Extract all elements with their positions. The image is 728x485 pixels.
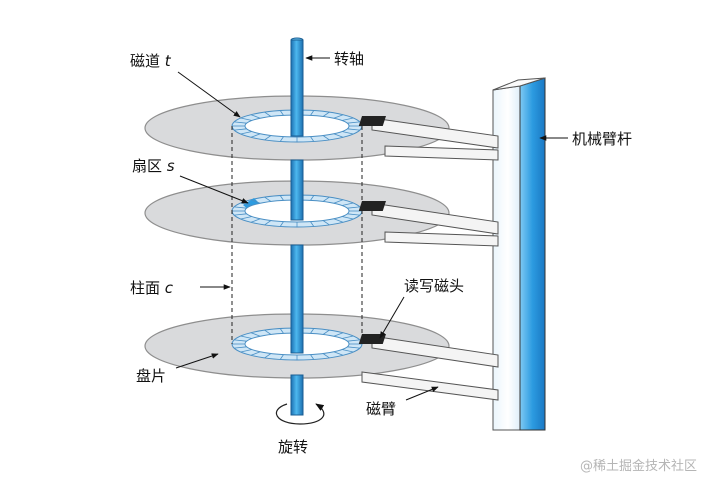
sector-divider [322, 135, 330, 141]
watermark: @稀土掘金技术社区 [580, 458, 697, 474]
read-write-head-1 [358, 116, 386, 126]
sector-divider [234, 339, 247, 342]
sector-divider [264, 111, 272, 117]
sector-divider [310, 195, 315, 201]
sector-divider [333, 114, 344, 119]
arm-assembly-label: 机械臂杆 [572, 130, 632, 148]
sector-divider [322, 329, 330, 335]
platter-2 [144, 159, 499, 247]
sector-divider [341, 117, 354, 121]
sector-divider [264, 329, 272, 335]
sector-divider [264, 196, 272, 202]
sector-divider [341, 131, 354, 135]
head-pointer [379, 296, 405, 339]
arm-pointer [405, 386, 439, 401]
platter-3 [144, 244, 499, 416]
sector-divider [310, 354, 315, 360]
sector-divider [322, 196, 330, 202]
track-pointer [177, 71, 241, 118]
cylinder-label: 柱面 c [130, 279, 174, 297]
sector-divider [240, 335, 253, 339]
rotation-label: 旋转 [278, 438, 308, 456]
sector-divider [333, 133, 344, 138]
sector-divider [341, 216, 354, 220]
sector-divider [234, 128, 247, 131]
sector-divider [240, 349, 253, 353]
cylinder-label-variable: c [165, 279, 174, 297]
platter-pointer [175, 353, 219, 369]
sector-divider [310, 221, 315, 227]
sector-divider [250, 114, 261, 119]
sector-divider [264, 220, 272, 226]
platter-label: 盘片 [136, 367, 166, 385]
sector-divider [240, 131, 253, 135]
sector-divider [322, 220, 330, 226]
sector-divider [279, 221, 284, 227]
read-write-head-3 [358, 334, 386, 344]
sector-divider [310, 328, 315, 334]
sector-divider [234, 346, 247, 349]
sector-divider [347, 206, 360, 209]
sector-divider [250, 218, 261, 223]
cylinder-outline [231, 126, 363, 344]
sector-divider [234, 121, 247, 124]
sector-divider [250, 133, 261, 138]
sector-divider [310, 136, 315, 142]
read-write-head-2 [358, 201, 386, 211]
sector-label: 扇区 s [132, 157, 175, 175]
sector-divider [264, 353, 272, 359]
sector-divider [347, 121, 360, 124]
sector-divider [341, 202, 354, 206]
sector-divider [279, 195, 284, 201]
sector-label-variable: s [167, 157, 175, 175]
sector-pointer [179, 175, 249, 204]
sector-divider [279, 136, 284, 142]
spindle-label: 转轴 [334, 50, 364, 68]
platter-1 [144, 39, 499, 161]
sector-divider [333, 218, 344, 223]
sector-divider [250, 351, 261, 356]
sector-divider [347, 339, 360, 342]
sector-divider [250, 199, 261, 204]
sector-divider [341, 349, 354, 353]
sector-divider [279, 328, 284, 334]
sector-divider [347, 346, 360, 349]
sector-divider [234, 213, 247, 216]
sector-divider [279, 110, 284, 116]
sector-divider [341, 335, 354, 339]
sector-divider [347, 213, 360, 216]
sector-divider [322, 111, 330, 117]
track-label-variable: t [165, 52, 172, 70]
sector-divider [333, 332, 344, 337]
sector-divider [264, 135, 272, 141]
track-label: 磁道 t [130, 52, 172, 70]
sector-divider [240, 202, 253, 206]
sector-divider [347, 128, 360, 131]
rotation-arrow-icon [275, 403, 325, 425]
sector-divider [250, 332, 261, 337]
sector-divider [333, 351, 344, 356]
sector-divider [333, 199, 344, 204]
sector-divider [234, 206, 247, 209]
sector-divider [322, 353, 330, 359]
read-write-head-label: 读写磁头 [404, 277, 464, 295]
arm-assembly-column [492, 77, 546, 431]
sector-divider [279, 354, 284, 360]
sector-divider [310, 110, 315, 116]
sector-divider [240, 216, 253, 220]
arm-label: 磁臂 [366, 400, 396, 418]
sector-divider [240, 117, 253, 121]
